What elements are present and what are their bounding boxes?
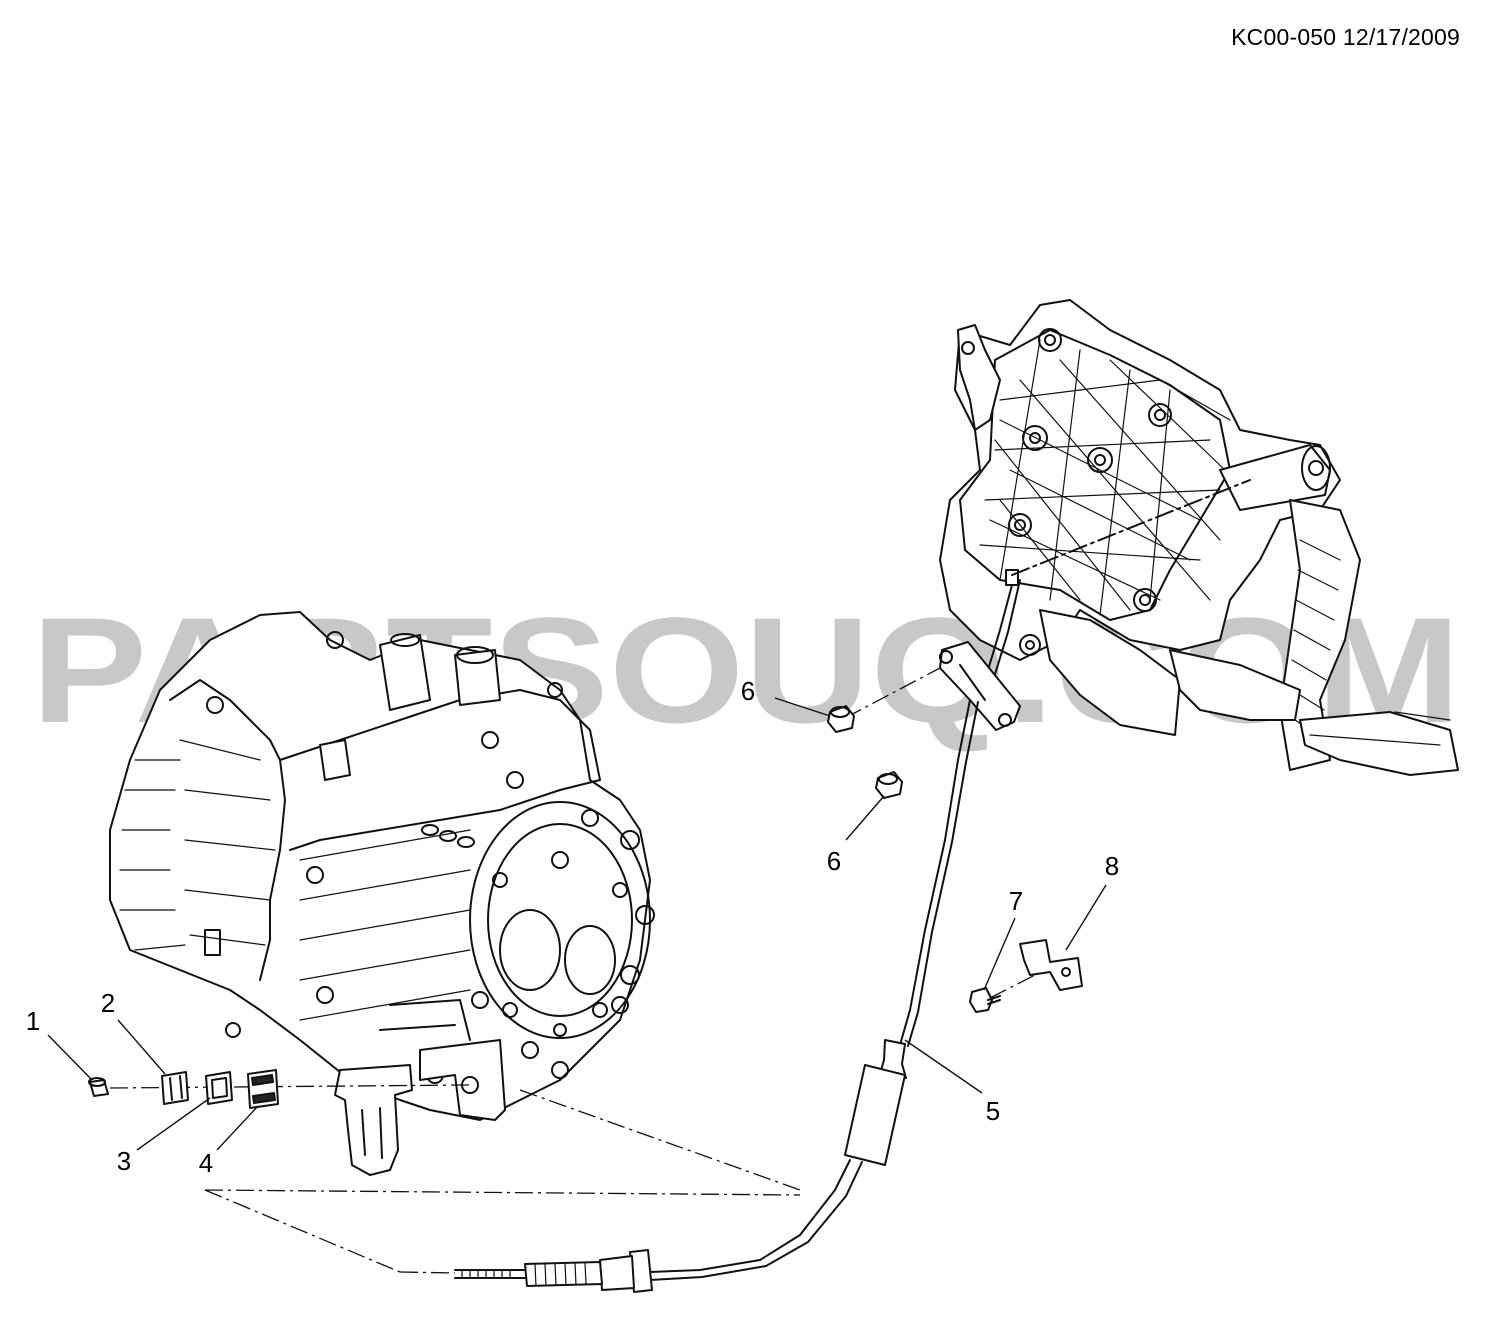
part-1-plug <box>88 1077 109 1097</box>
part-6-nut-upper <box>827 705 855 733</box>
part-8-bracket <box>1019 939 1083 991</box>
pedal-bracket-assembly <box>939 299 1459 776</box>
callout-6-lower: 6 <box>827 846 841 876</box>
callout-1: 1 <box>26 1006 40 1036</box>
cable-mounting-plate <box>939 641 1021 731</box>
callout-8: 8 <box>1105 851 1119 881</box>
callout-7: 7 <box>1009 886 1023 916</box>
part-3-bushing <box>205 1071 233 1105</box>
callout-4: 4 <box>199 1148 213 1178</box>
part-4-retainer <box>247 1069 279 1109</box>
part-5-clutch-cable <box>454 699 979 1293</box>
callout-leaders <box>47 697 1107 1151</box>
diagram-code-date: KC00-050 12/17/2009 <box>1231 24 1460 50</box>
callout-numbers: 1 2 3 4 5 6 6 7 8 <box>26 676 1119 1178</box>
callout-3: 3 <box>117 1146 131 1176</box>
part-7-bolt <box>969 987 1001 1013</box>
part-2-clip <box>161 1071 189 1105</box>
alignment-lines <box>109 667 1036 1274</box>
callout-2: 2 <box>101 988 115 1018</box>
callout-5: 5 <box>986 1096 1000 1126</box>
transaxle-assembly <box>109 611 655 1176</box>
callout-6-upper: 6 <box>741 676 755 706</box>
part-6-nut-lower <box>875 771 903 799</box>
